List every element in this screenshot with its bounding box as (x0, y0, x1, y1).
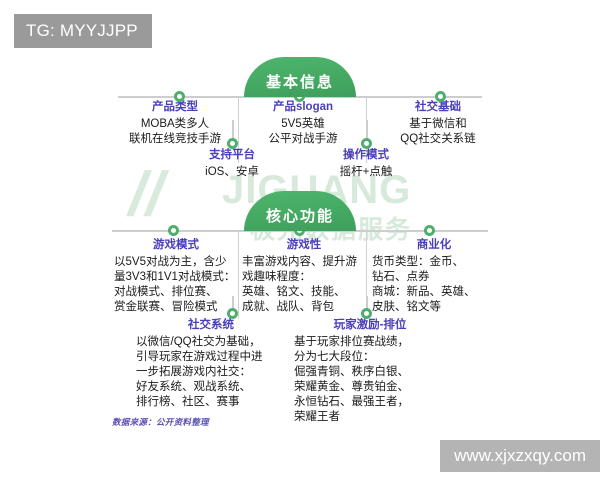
node-monetization (424, 225, 435, 236)
block-control-mode: 操作模式 摇杆+点触 (312, 148, 420, 180)
node-control-mode (361, 138, 372, 149)
body-gameplay: 丰富游戏内容、提升游 戏趣味程度： 英雄、铭文、技能、 成就、战队、背包 (242, 256, 357, 313)
stem-player-incentive (366, 296, 368, 314)
heading-product-slogan: 产品slogan (272, 101, 334, 113)
section-header-basic-info: 基本信息 (244, 57, 356, 97)
block-product-slogan: 产品slogan 5V5英雄 公平对战手游 (240, 100, 366, 147)
site-watermark-tag: www.xjxzxqy.com (440, 440, 600, 472)
heading-player-incentive-rank: 玩家激励-排位 (333, 319, 407, 331)
node-support-platform (227, 138, 238, 149)
section-title-basic-info: 基本信息 (265, 74, 334, 91)
node-game-mode (168, 225, 179, 236)
divider-core-1 (238, 231, 239, 319)
section-header-core-function: 核心功能 (244, 191, 356, 231)
heading-monetization: 商业化 (416, 239, 452, 251)
body-control-mode: 摇杆+点触 (339, 166, 393, 178)
tg-watermark-tag: TG: MYYJJPP (14, 14, 152, 48)
node-social-foundation (435, 91, 446, 102)
heading-support-platform: 支持平台 (209, 149, 255, 161)
body-social-foundation: 基于微信和 QQ社交关系链 (400, 118, 476, 145)
heading-social-foundation: 社交基础 (415, 101, 461, 113)
heading-social-system: 社交系统 (188, 319, 234, 331)
stem-control-mode (366, 120, 368, 142)
block-social-system: 社交系统 以微信/QQ社交为基础， 引导玩家在游戏过程中进 一步拓展游戏内社交：… (136, 318, 286, 410)
source-note: 数据来源：公开资料整理 (112, 417, 209, 427)
divider-core-2 (366, 231, 367, 319)
block-support-platform: 支持平台 iOS、安卓 (178, 148, 286, 180)
body-player-incentive-rank: 基于玩家排位赛战绩， 分为七大段位： 倔强青铜、秩序白银、 荣耀黄金、尊贵铂金、… (294, 336, 409, 423)
node-player-incentive-rank (361, 308, 372, 319)
body-monetization: 货币类型：金币、 钻石、点券 商城：新品、英雄、 皮肤、铭文等 (372, 256, 476, 313)
block-monetization: 商业化 货币类型：金币、 钻石、点券 商城：新品、英雄、 皮肤、铭文等 (372, 238, 496, 315)
node-product-type (174, 91, 185, 102)
section-title-core-function: 核心功能 (265, 208, 334, 225)
body-product-slogan: 5V5英雄 公平对战手游 (268, 118, 338, 145)
block-social-foundation: 社交基础 基于微信和 QQ社交关系链 (378, 100, 498, 147)
heading-control-mode: 操作模式 (343, 149, 389, 161)
watermark-logo-icon: // (122, 160, 172, 229)
body-product-type: MOBA类多人 联机在线竞技手游 (129, 118, 221, 145)
block-gameplay: 游戏性 丰富游戏内容、提升游 戏趣味程度： 英雄、铭文、技能、 成就、战队、背包 (242, 238, 366, 315)
node-social-system (227, 308, 238, 319)
heading-gameplay: 游戏性 (286, 239, 322, 251)
block-game-mode: 游戏模式 以5V5对战为主，含少 量3V3和1V1对战模式： 对战模式、排位赛、… (114, 238, 238, 315)
stem-support-platform (232, 120, 234, 142)
heading-product-type: 产品类型 (152, 101, 198, 113)
body-game-mode: 以5V5对战为主，含少 量3V3和1V1对战模式： 对战模式、排位赛、 赏金联赛… (114, 256, 236, 313)
divider-basic-1 (238, 97, 239, 163)
body-support-platform: iOS、安卓 (205, 166, 259, 178)
block-player-incentive-rank: 玩家激励-排位 基于玩家排位赛战绩， 分为七大段位： 倔强青铜、秩序白银、 荣耀… (294, 318, 446, 425)
stem-social-system (232, 296, 234, 314)
body-social-system: 以微信/QQ社交为基础， 引导玩家在游戏过程中进 一步拓展游戏内社交： 好友系统… (136, 336, 263, 408)
block-product-type: 产品类型 MOBA类多人 联机在线竞技手游 (112, 100, 238, 147)
heading-game-mode: 游戏模式 (153, 239, 199, 251)
